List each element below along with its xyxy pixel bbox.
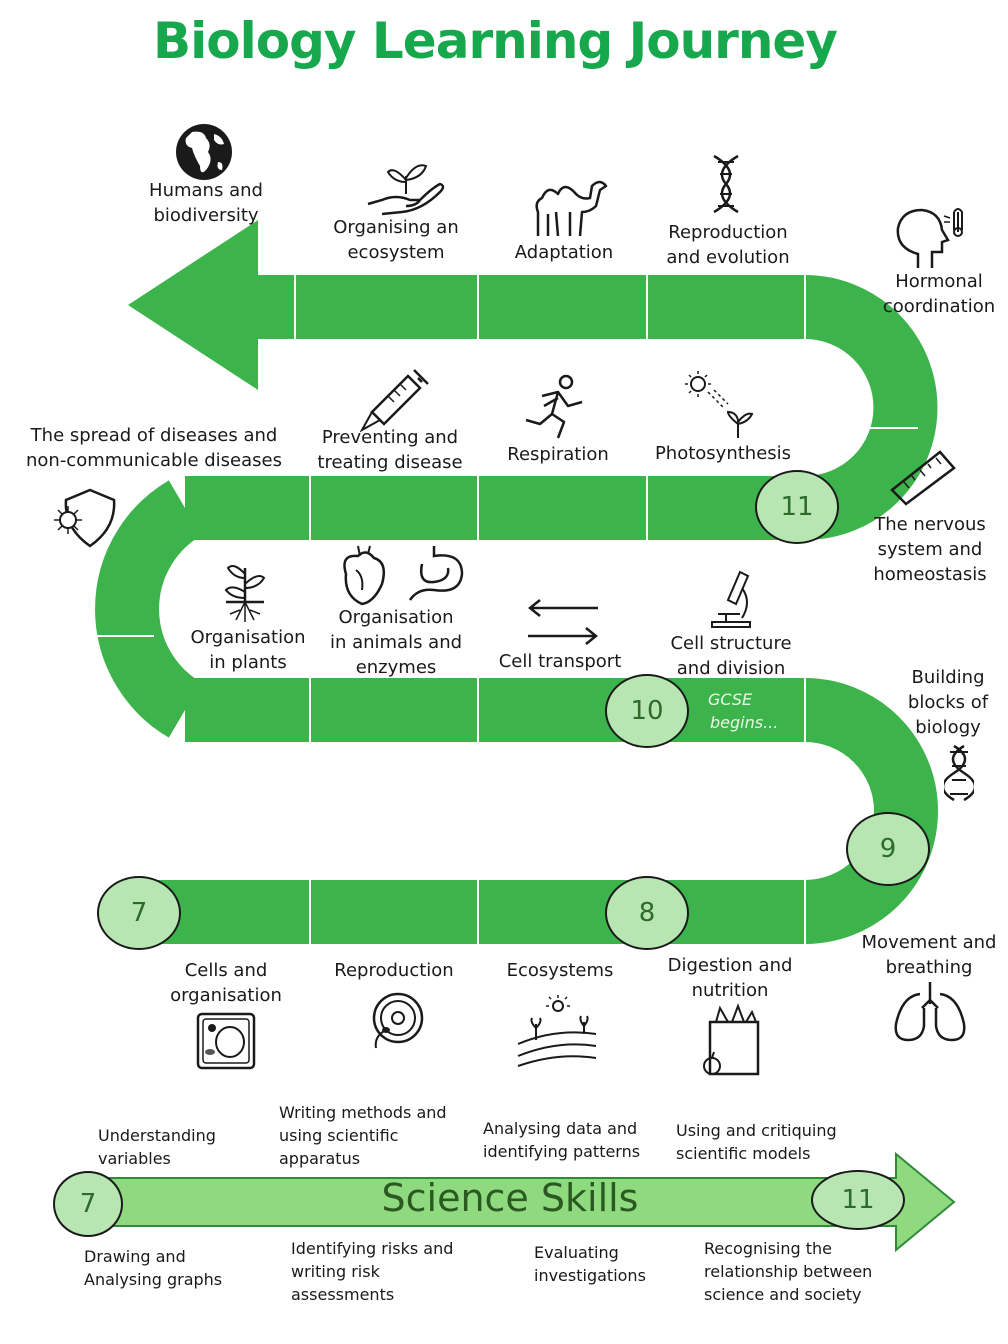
topic-cell-transport: Cell transport [498, 651, 622, 672]
sun-sprout-icon [685, 371, 754, 438]
landscape-icon [517, 995, 597, 1067]
science-skills-title: Science Skills [381, 1176, 639, 1220]
road-curve-left [95, 480, 202, 738]
gcse-note: GCSE begins... [708, 690, 779, 732]
skills-end-year-badge: 11 [811, 1170, 905, 1230]
dna-icon [713, 154, 739, 214]
topic-spread-of-diseases: The spread of diseases and non-communica… [25, 425, 282, 471]
skill-science-society: Recognising the relationship between sci… [704, 1239, 873, 1304]
topic-movement-and-breathing: Movement and breathing [861, 932, 997, 978]
topic-organising-ecosystem: Organising an ecosystem [333, 217, 459, 263]
skills-start-year-badge: 7 [53, 1171, 123, 1237]
topic-ecosystems: Ecosystems [506, 960, 614, 981]
skill-drawing-graphs: Drawing and Analysing graphs [84, 1247, 223, 1289]
runner-icon [525, 374, 583, 439]
topic-hormonal-coordination: Hormonal coordination [882, 271, 996, 317]
year-9-badge: 9 [846, 812, 930, 886]
topic-reproduction: Reproduction [334, 960, 454, 981]
egg-cell-icon [372, 992, 424, 1049]
skill-identifying-risks: Identifying risks and writing risk asses… [291, 1239, 454, 1304]
skill-evaluating-investigations: Evaluating investigations [534, 1243, 646, 1285]
topic-cell-structure: Cell structure and division [670, 633, 792, 679]
topic-humans-biodiversity: Humans and biodiversity [149, 180, 263, 226]
road-curve-right-1 [803, 678, 938, 944]
topic-preventing-disease: Preventing and treating disease [317, 427, 463, 473]
skill-using-models: Using and critiquing scientific models [676, 1121, 837, 1163]
topic-organisation-plants: Organisation in plants [190, 627, 306, 673]
skill-writing-methods: Writing methods and using scientific app… [279, 1103, 447, 1168]
arrows-icon [527, 599, 599, 645]
camel-icon [535, 180, 608, 237]
grocery-bag-icon [703, 1003, 760, 1076]
ruler-icon [890, 450, 956, 506]
skill-understanding-variables: Understanding variables [98, 1126, 216, 1168]
topic-organisation-animals: Organisation in animals and enzymes [329, 607, 463, 678]
topic-respiration: Respiration [507, 444, 609, 465]
globe-icon [176, 124, 232, 180]
plant-roots-icon [224, 565, 266, 622]
year-11-badge: 11 [755, 470, 839, 544]
heart-stomach-icon [343, 545, 464, 606]
science-skills-arrow [85, 1151, 956, 1253]
syringe-icon [360, 369, 429, 432]
head-thermometer-icon [896, 208, 964, 268]
plant-cell-icon [196, 1012, 256, 1070]
year-8-badge: 8 [605, 876, 689, 950]
topic-photosynthesis: Photosynthesis [654, 443, 792, 464]
year-7-badge: 7 [97, 876, 181, 950]
topic-cells-and-organisation: Cells and organisation [170, 960, 282, 1006]
dna-icon [944, 744, 974, 802]
topic-building-blocks: Building blocks of biology [907, 667, 989, 738]
hand-sprout-icon [367, 164, 445, 216]
topic-digestion-and-nutrition: Digestion and nutrition [667, 955, 793, 1001]
year-10-badge: 10 [605, 674, 689, 748]
topic-nervous-system: The nervous system and homeostasis [873, 514, 987, 585]
lungs-icon [894, 982, 966, 1042]
road-arrow-head [128, 220, 258, 390]
skill-analysing-data: Analysing data and identifying patterns [483, 1119, 641, 1161]
road-curve-right-2 [803, 275, 938, 540]
topic-reproduction-evolution: Reproduction and evolution [666, 222, 790, 268]
topic-adaptation: Adaptation [514, 242, 614, 263]
page-title: Biology Learning Journey [153, 12, 838, 70]
virus-shield-icon [54, 488, 116, 548]
microscope-icon [711, 570, 751, 628]
